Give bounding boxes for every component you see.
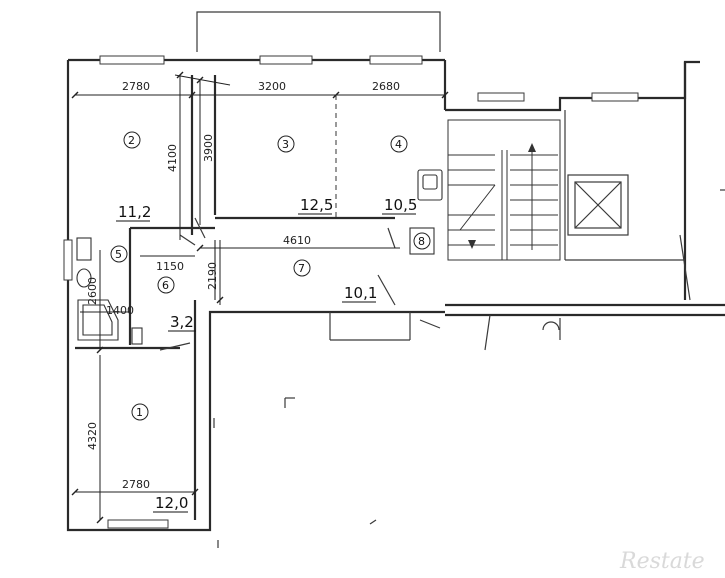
room-number-4: 4	[390, 135, 408, 153]
dim-room2-height: 4100	[166, 144, 179, 172]
stray-marks	[213, 397, 377, 548]
svg-text:5: 5	[115, 248, 122, 261]
area-11-2: 11,2	[118, 203, 151, 221]
svg-text:2: 2	[128, 134, 135, 147]
room-number-6: 6	[157, 276, 175, 294]
room-number-3: 3	[277, 135, 295, 153]
area-12-0: 12,0	[155, 494, 188, 512]
watermark-restate: Restate	[619, 549, 705, 574]
windows	[63, 55, 639, 529]
dimension-lines	[71, 71, 449, 524]
room-number-2: 2	[123, 131, 141, 149]
balcony	[196, 11, 441, 52]
outer-walls	[66, 58, 725, 532]
staircase	[447, 119, 561, 261]
door-swings	[159, 217, 560, 351]
svg-text:8: 8	[418, 235, 425, 248]
area-10-5: 10,5	[384, 196, 417, 214]
dim-room3-height: 3900	[202, 134, 215, 162]
dim-bath-width: 1400	[106, 304, 134, 317]
dim-top-left: 2780	[122, 80, 150, 93]
svg-text:1: 1	[136, 406, 143, 419]
room-number-7: 7	[293, 259, 311, 277]
dim-top-right: 2680	[372, 80, 400, 93]
room-number-1: 1	[131, 403, 149, 421]
dim-bottom-width: 2780	[122, 478, 150, 491]
area-10-1: 10,1	[344, 284, 377, 302]
dim-corridor-small: 1150	[156, 260, 184, 273]
svg-text:7: 7	[298, 262, 305, 275]
room-number-5: 5	[110, 245, 128, 263]
room-number-8: 8	[413, 232, 431, 250]
dim-bath-height: 2600	[86, 277, 99, 305]
dim-top-mid: 3200	[258, 80, 286, 93]
dim-room1-height: 4320	[86, 422, 99, 450]
svg-text:6: 6	[162, 279, 169, 292]
dim-corridor-width: 4610	[283, 234, 311, 247]
elevator	[567, 174, 629, 236]
dim-corridor-height: 2190	[206, 262, 219, 290]
area-12-5: 12,5	[300, 196, 333, 214]
svg-text:4: 4	[395, 138, 402, 151]
svg-text:3: 3	[282, 138, 289, 151]
area-3-2: 3,2	[170, 313, 194, 331]
